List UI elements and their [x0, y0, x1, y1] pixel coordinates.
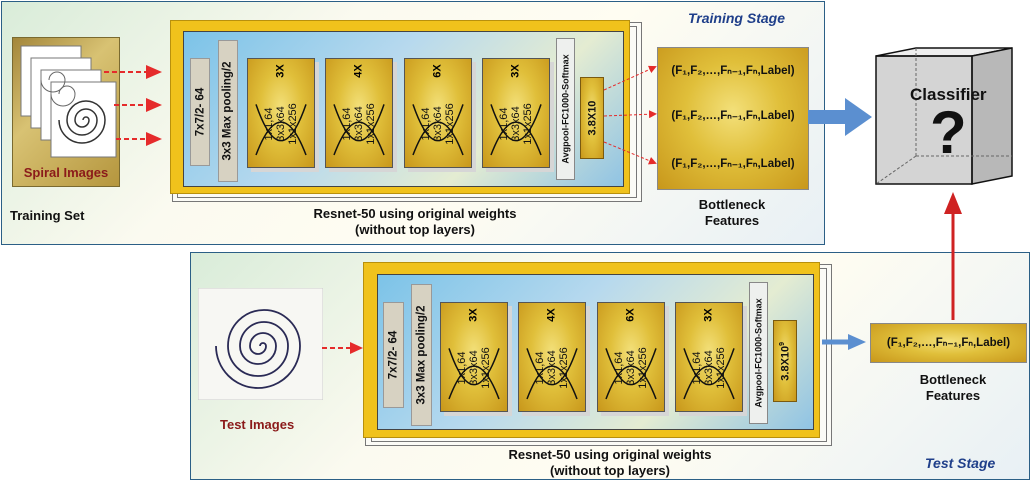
test-maxpool-layer: 3x3 Max pooling/2 [411, 284, 432, 426]
test-feature-vector: (F₁,F₂,…,Fₙ₋₁,Fₙ,Label) [886, 337, 1011, 349]
test-conv-layer: 7x7/2- 64 [383, 302, 404, 408]
test-bottleneck-panel: (F₁,F₂,…,Fₙ₋₁,Fₙ,Label) [870, 323, 1027, 363]
training-to-classifier-arrow [808, 98, 872, 136]
test-resnet-caption: Resnet-50 using original weights(without… [508, 447, 712, 478]
training-resnet-caption: Resnet-50 using original weights(without… [313, 206, 517, 237]
classifier-box-icon [875, 47, 1013, 185]
spiral-image-stack-icon [20, 45, 117, 158]
training-input-arrows [104, 71, 146, 140]
classifier-label: Classifier [910, 85, 987, 104]
test-input-arrow [322, 342, 363, 354]
training-conv-layer: 7x7/2- 64 [190, 58, 210, 166]
test-output-layer: 3.8X109 [773, 320, 797, 402]
test-output-arrow [822, 334, 866, 350]
training-stage-title: Training Stage [688, 10, 785, 26]
training-maxpool-layer: 3x3 Max pooling/2 [218, 40, 238, 182]
spiral-images-panel: Spiral Images [12, 37, 120, 187]
training-set-label: Training Set [10, 208, 85, 223]
test-stage-title: Test Stage [925, 455, 996, 471]
test-to-classifier-arrow [944, 192, 962, 320]
training-feature-vector-3: (F₁,F₂,…,Fₙ₋₁,Fₙ,Label) [671, 158, 795, 170]
training-bottleneck-panel: (F₁,F₂,…,Fₙ₋₁,Fₙ,Label) (F₁,F₂,…,Fₙ₋₁,Fₙ… [657, 47, 809, 190]
test-spiral-image [198, 288, 323, 400]
training-output-layer: 3.8X10 [580, 77, 604, 159]
training-feature-vector-2: (F₁,F₂,…,Fₙ₋₁,Fₙ,Label) [671, 110, 795, 122]
classifier-question-mark: ? [930, 99, 967, 166]
training-feature-vector-1: (F₁,F₂,…,Fₙ₋₁,Fₙ,Label) [671, 65, 795, 77]
test-fc-softmax-layer: Avgpool-FC1000-Softmax [749, 282, 768, 424]
training-output-arrows [603, 65, 657, 165]
test-images-label: Test Images [220, 417, 295, 432]
training-fc-softmax-layer: Avgpool-FC1000-Softmax [556, 38, 575, 180]
spiral-images-label: Spiral Images [23, 165, 109, 180]
